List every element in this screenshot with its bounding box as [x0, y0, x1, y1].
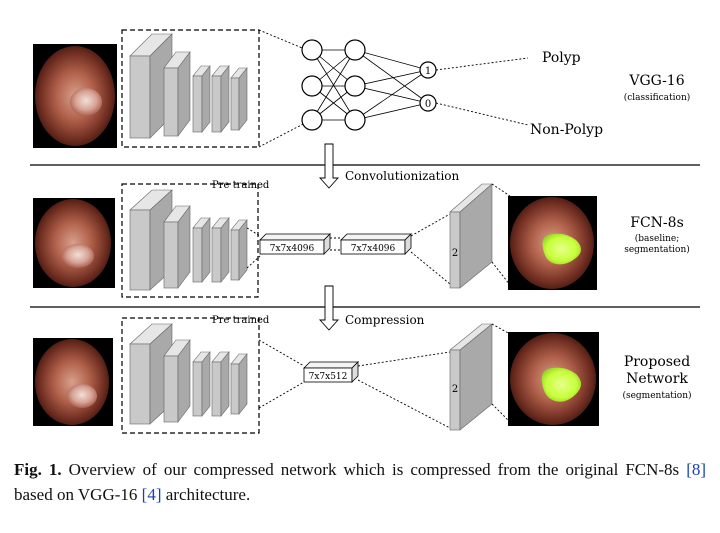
row-3-proposed: Pre trained 7x7x512 — [33, 315, 692, 434]
row-1-title: VGG-16 — [628, 73, 684, 89]
neuron — [344, 109, 366, 131]
fc-b-label: 7x7x4096 — [351, 244, 396, 254]
figure-caption: Fig. 1. Overview of our compressed netwo… — [14, 457, 706, 507]
citation-link-8[interactable]: [8] — [686, 460, 707, 479]
caption-text-3: architecture. — [161, 485, 251, 504]
caption-label: Fig. 1. — [14, 460, 62, 479]
caption-text-1: Overview of our compressed network which… — [61, 460, 687, 479]
down-arrow-2 — [318, 285, 340, 331]
feature-extractor-box-2 — [121, 183, 259, 298]
upsample-label-1: 2 — [452, 248, 458, 259]
input-endoscopy-image-3 — [33, 338, 113, 426]
segmentation-output-2 — [508, 332, 599, 426]
convolutionization-label: Convolutionization — [345, 169, 460, 183]
row-3-subtitle: (segmentation) — [622, 390, 691, 401]
node-zero-label: 0 — [425, 99, 431, 110]
down-arrow-1 — [318, 143, 340, 189]
compression-label: Compression — [345, 313, 425, 327]
fully-connected-net: 1 0 — [301, 39, 529, 131]
dotted-connectors-1 — [258, 29, 308, 148]
row-1-vgg16: 1 0 Polyp Non-Polyp VGG-16 (classificati… — [33, 29, 691, 148]
input-endoscopy-image-2 — [33, 198, 115, 288]
fc-block-a: 7x7x4096 — [259, 233, 331, 255]
polyp-label: Polyp — [542, 50, 581, 66]
neuron — [301, 39, 323, 61]
citation-link-4[interactable]: [4] — [141, 485, 162, 504]
row-2-title: FCN-8s — [630, 215, 684, 231]
conv-stack-2 — [129, 189, 248, 291]
pretrained-label-2: Pre trained — [212, 315, 270, 326]
upsample-label-2: 2 — [452, 384, 458, 395]
fc-block-b: 7x7x4096 — [340, 233, 412, 255]
row-1-subtitle: (classification) — [624, 92, 691, 103]
feature-extractor-box-1 — [121, 29, 260, 148]
node-one-label: 1 — [425, 66, 431, 77]
neuron — [301, 109, 323, 131]
neuron — [344, 39, 366, 61]
row-3-title-line-1: Proposed — [624, 354, 690, 370]
conv-stack-3 — [129, 323, 248, 425]
input-endoscopy-image-1 — [33, 44, 117, 148]
non-polyp-label: Non-Polyp — [530, 122, 603, 138]
fc-a-label: 7x7x4096 — [270, 244, 315, 254]
neuron — [344, 75, 366, 97]
fc-block-c: 7x7x512 — [303, 361, 359, 383]
caption-text-2: based on VGG-16 — [14, 485, 142, 504]
upsample-block-1: 2 — [449, 183, 493, 289]
row-2-subtitle-line-2: segmentation) — [624, 244, 690, 255]
feature-extractor-box-3 — [121, 317, 260, 434]
fc-c-label: 7x7x512 — [309, 372, 348, 382]
row-2-fcn8s: Pre trained 7x7x4096 — [33, 180, 690, 298]
row-3-title-line-2: Network — [626, 371, 688, 387]
segmentation-output-1 — [508, 196, 597, 290]
conv-stack-1 — [129, 33, 248, 139]
neuron — [301, 75, 323, 97]
pretrained-label-1: Pre trained — [212, 180, 270, 191]
row-2-subtitle-line-1: (baseline; — [635, 233, 680, 244]
upsample-block-2: 2 — [449, 323, 493, 431]
architecture-diagram: 1 0 Polyp Non-Polyp VGG-16 (classificati… — [30, 29, 700, 434]
